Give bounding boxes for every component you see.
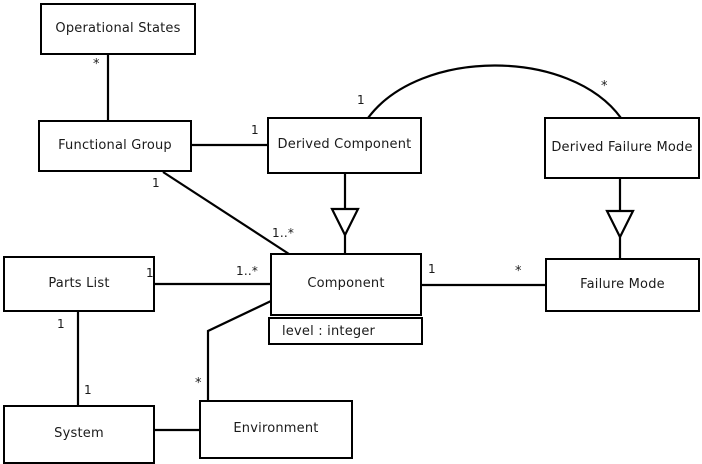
- class-box-derived-failure-mode[interactable]: Derived Failure Mode: [544, 117, 700, 179]
- attribute-text-component-attributes: level : integer: [282, 323, 376, 339]
- generalization-arrowheads: [330, 207, 635, 240]
- edge-environment-component: [206, 300, 272, 400]
- multiplicity-label-m-env-comp: *: [195, 376, 202, 391]
- class-box-operational-states[interactable]: Operational States: [40, 3, 196, 55]
- class-box-environment[interactable]: Environment: [199, 400, 353, 459]
- multiplicity-label-m-pl-comp-right: 1..*: [236, 264, 259, 278]
- class-name-parts-list: Parts List: [48, 275, 110, 291]
- multiplicity-label-m-opstates-fg: *: [93, 57, 100, 72]
- multiplicity-label-m-fg-dc: 1: [357, 93, 365, 107]
- class-name-system: System: [54, 426, 104, 442]
- multiplicity-label-m-dc-dfm: *: [601, 79, 608, 94]
- class-box-failure-mode[interactable]: Failure Mode: [545, 258, 700, 312]
- class-box-functional-group[interactable]: Functional Group: [38, 120, 192, 172]
- class-name-derived-failure-mode: Derived Failure Mode: [551, 139, 693, 155]
- class-box-system[interactable]: System: [3, 405, 155, 464]
- class-name-derived-component: Derived Component: [277, 137, 412, 153]
- class-box-component[interactable]: Component: [270, 253, 422, 316]
- multiplicity-label-m-comp-fm-left: 1: [428, 262, 436, 276]
- association-lines: [76, 55, 622, 432]
- multiplicity-label-m-pl-system-bottom: 1: [84, 383, 92, 397]
- class-box-derived-component[interactable]: Derived Component: [267, 117, 422, 174]
- multiplicity-label-m-pl-comp-left: 1: [146, 266, 154, 280]
- class-name-functional-group: Functional Group: [58, 137, 172, 153]
- multiplicity-label-m-pl-system-top: 1: [57, 317, 65, 331]
- arrow-derivedcomponent-icon: [330, 207, 360, 238]
- arrow-derivedfailuremode-icon: [605, 209, 635, 240]
- multiplicity-label-m-fg-comp: 1: [152, 176, 160, 190]
- class-name-component: Component: [307, 276, 385, 292]
- compartment-component-attributes: level : integer: [268, 317, 423, 345]
- class-name-operational-states: Operational States: [55, 20, 181, 36]
- class-name-failure-mode: Failure Mode: [580, 276, 665, 292]
- multiplicity-label-m-comp-fg: 1..*: [272, 226, 295, 240]
- class-box-parts-list[interactable]: Parts List: [3, 256, 155, 312]
- class-name-environment: Environment: [233, 421, 319, 437]
- multiplicity-label-m-fg-dc-assoc: 1: [251, 123, 259, 137]
- edge-functionalgroup-component: [162, 171, 290, 255]
- edge-derivedcomponent-derivedfailuremode: [367, 64, 622, 119]
- multiplicity-label-m-comp-fm-right: *: [515, 264, 522, 279]
